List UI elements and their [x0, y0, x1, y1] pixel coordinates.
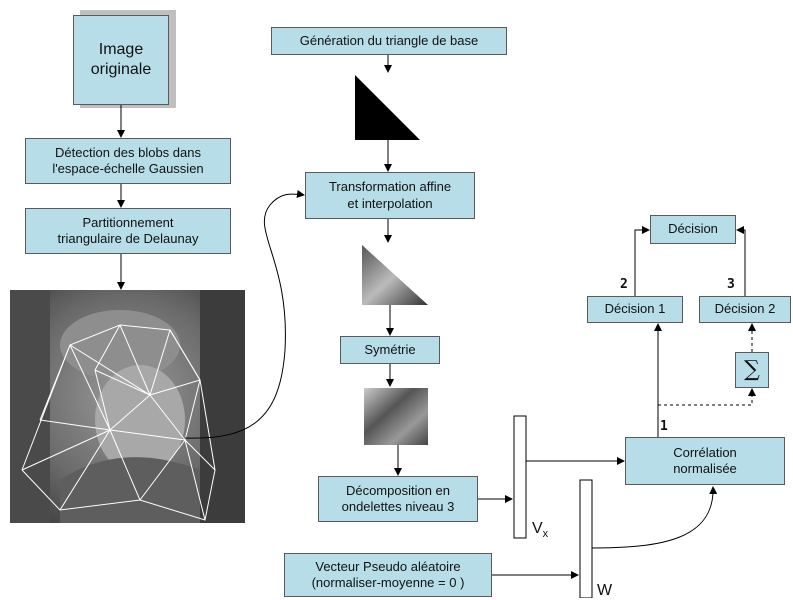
triangulated-photo — [10, 290, 245, 523]
arrow-decision2-to-decision — [736, 226, 746, 296]
normalized-correlation-box: Corrélation normalisée — [625, 437, 785, 485]
dashed-arrow-to-sum — [658, 388, 756, 406]
delaunay-partition-box: Partitionnement triangulaire de Delaunay — [25, 208, 231, 254]
w-label: W — [597, 582, 613, 599]
symmetry-box: Symétrie — [340, 336, 440, 364]
blob-detection-box: Détection des blobs dans l'espace-échell… — [25, 138, 231, 184]
path-number-3: 3 — [727, 277, 735, 292]
base-triangle-generation-box: Génération du triangle de base — [271, 27, 507, 55]
original-image-box: Image originale — [73, 15, 169, 105]
wavelet-decomposition-box: Décomposition en ondelettes niveau 3 — [318, 476, 478, 522]
symmetric-square-image — [364, 388, 428, 445]
affine-transform-box: Transformation affine et interpolation — [305, 172, 475, 219]
pseudo-random-vector-box: Vecteur Pseudo aléatoire (normaliser-moy… — [284, 553, 492, 597]
w-vector-bar — [579, 479, 593, 598]
vx-label: Vx — [532, 520, 549, 541]
warped-triangle-image — [362, 245, 428, 305]
vx-vector-bar — [513, 415, 527, 539]
base-triangle — [355, 75, 420, 140]
decision1-box: Décision 1 — [587, 296, 683, 323]
curve-image-to-transform — [184, 190, 305, 439]
decision-box: Décision — [650, 215, 736, 244]
arrow-w-to-correlation — [591, 486, 718, 549]
path-number-2: 2 — [620, 277, 628, 292]
sum-box: ∑ — [735, 352, 769, 388]
arrow-decision1-to-decision — [634, 226, 650, 296]
decision2-box: Décision 2 — [699, 296, 791, 323]
path-number-1: 1 — [660, 419, 668, 434]
